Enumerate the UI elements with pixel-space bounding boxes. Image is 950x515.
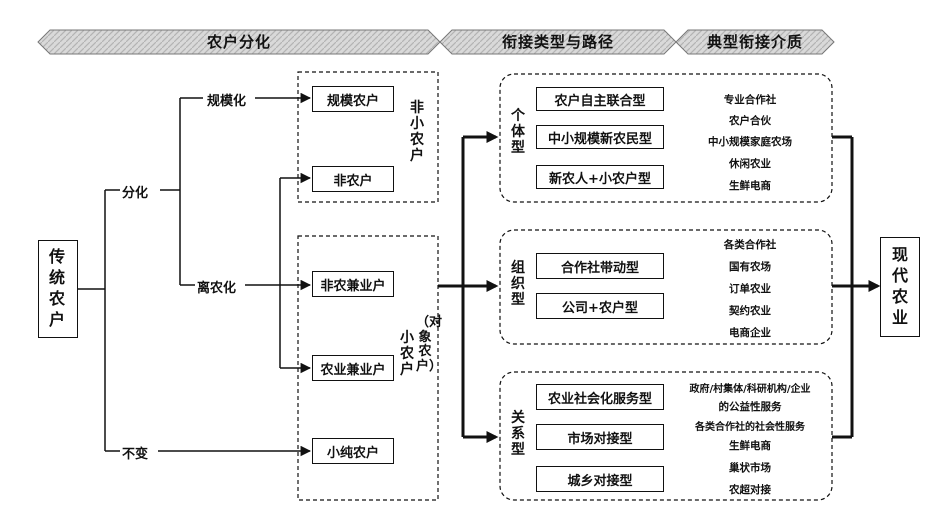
label-leaving-agriculture: 离农化: [197, 281, 237, 296]
media-leisure-agriculture: 休闲农业: [729, 158, 771, 170]
item-market-docking: 市场对接型: [536, 424, 664, 450]
media-contract-agriculture: 契约农业: [729, 305, 771, 317]
item-cooperative-led: 合作社带动型: [536, 253, 664, 279]
group-small-frame: [297, 235, 439, 501]
box-pure-small-farmer: 小纯农户: [312, 438, 394, 464]
media-ecommerce-enterprise: 电商企业: [729, 327, 771, 339]
label-target-farmers: （对象农户）: [416, 315, 443, 374]
item-new-farmer-plus-small: 新农人+小农户型: [536, 165, 664, 189]
media-family-farm: 中小规模家庭农场: [708, 136, 792, 148]
media-all-cooperatives: 各类合作社: [723, 239, 777, 251]
item-farmer-self-union: 农户自主联合型: [536, 87, 664, 111]
label-small-farmers: 小农户: [400, 330, 414, 379]
type-label-individual: 个体型: [511, 108, 525, 157]
media-farm-supermarket: 农超对接: [729, 484, 771, 496]
header-farmer-differentiation: 农户分化: [206, 33, 271, 51]
box-farm-parttime: 农业兼业户: [312, 355, 394, 381]
source-traditional-farmers: 传统农户: [38, 240, 78, 338]
item-urban-rural-docking: 城乡对接型: [536, 466, 664, 492]
media-public-service-providers: 政府/村集体/科研机构/企业: [689, 384, 811, 395]
media-fresh-ecommerce: 生鲜电商: [729, 180, 771, 192]
type-label-relational: 关系型: [511, 410, 525, 459]
box-scale-farmer: 规模农户: [312, 86, 394, 112]
box-nonfarm-parttime: 非农兼业户: [312, 271, 394, 297]
media-professional-cooperative: 专业合作社: [723, 94, 777, 106]
media-cooperative-social-service: 各类合作社的社会性服务: [695, 422, 805, 433]
item-company-plus-farmer: 公司+农户型: [536, 293, 664, 319]
label-non-small-farmers: 非小农户: [410, 100, 424, 165]
item-small-medium-new-farmer: 中小规模新农民型: [536, 125, 664, 149]
label-differentiation: 分化: [122, 186, 149, 201]
media-fresh-ecommerce-2: 生鲜电商: [729, 440, 771, 452]
group-non-small-frame: [297, 71, 439, 203]
type-label-organizational: 组织型: [511, 260, 525, 309]
media-farmer-partnership: 农户合伙: [729, 115, 771, 127]
item-socialized-service: 农业社会化服务型: [536, 384, 664, 410]
media-order-agriculture: 订单农业: [729, 283, 771, 295]
header-linkage-types: 衔接类型与路径: [501, 33, 614, 51]
label-scaling: 规模化: [207, 94, 247, 109]
header-typical-media: 典型衔接介质: [706, 33, 803, 51]
box-non-farmer: 非农户: [312, 166, 394, 192]
media-state-farm: 国有农场: [729, 261, 771, 273]
media-nested-market: 巢状市场: [729, 462, 771, 474]
target-modern-agriculture: 现代农业: [880, 237, 920, 337]
label-unchanged: 不变: [122, 447, 149, 462]
banner-right: [675, 29, 835, 55]
media-public-service: 的公益性服务: [718, 401, 782, 413]
